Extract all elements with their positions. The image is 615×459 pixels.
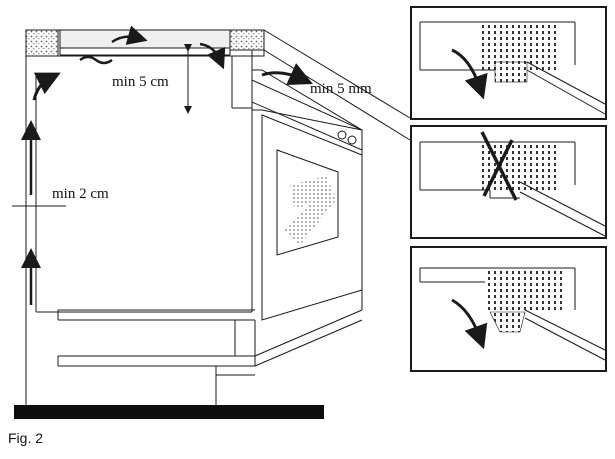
oven-window [276,149,339,256]
airflow-arrow-rear-exit [261,63,313,85]
detail-panel-correct-2 [410,246,607,372]
vent-grille-1-lower [494,61,528,83]
airflow-arrow-top-3 [199,42,226,70]
detail-panel-incorrect [410,125,607,239]
oven-knob-1 [337,130,347,140]
cabinet-side-panel [36,74,52,406]
oven-top [251,69,363,131]
worktop-stone-right [229,29,265,51]
airflow-arrow-top-2 [111,25,148,45]
cabinet-diagram [12,25,411,419]
label-top-clearance: min 5 cm [112,74,169,90]
airflow-arrow-panel-3 [451,298,488,350]
cross-mark-stroke-2 [482,139,514,197]
airflow-arrow-top-1 [79,55,113,65]
floor [14,405,324,419]
vent-grille-3 [485,268,563,313]
detail-panel-correct-1 [410,6,607,120]
figure-caption: Fig. 2 [8,430,44,446]
label-side-clearance: min 2 cm [52,186,109,202]
worktop-stone-left [25,29,59,57]
oven-window-dots [283,185,336,245]
airflow-arrow-curve-left [32,72,61,101]
airflow-arrow-panel-1 [451,48,488,100]
label-rear-gap: min 5 mm [310,81,372,97]
oven-knob-2 [347,135,357,145]
vent-grille-3-lower [489,311,526,333]
